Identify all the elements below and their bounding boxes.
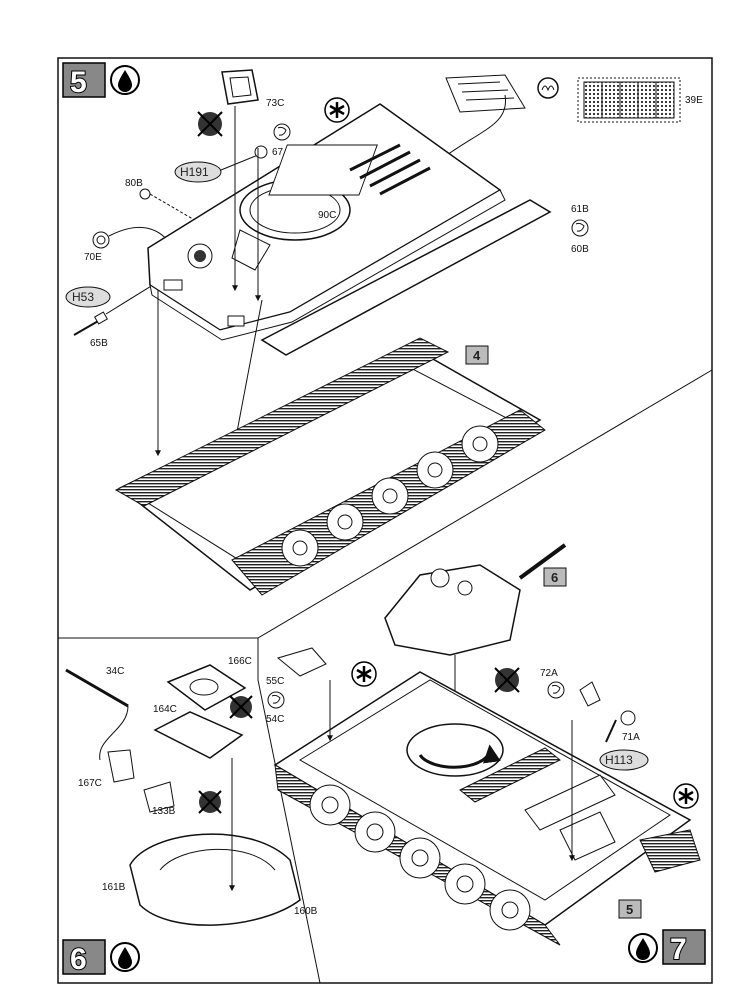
- step5-header: 5: [62, 62, 140, 100]
- step6-header: 6: [62, 939, 140, 977]
- label-61b: 61B: [571, 204, 589, 215]
- step5-number: 5: [70, 66, 87, 99]
- mantlet-161b: 161B 160B: [102, 833, 318, 926]
- lower-hull: [114, 337, 546, 596]
- part-164c: 164C: [153, 704, 244, 759]
- label-70e: 70E: [84, 252, 102, 263]
- label-80b: 80B: [125, 178, 143, 189]
- label-67a: 67A: [272, 147, 290, 158]
- prohibited-glue-icon: [494, 667, 520, 693]
- decal-39e: 39E: [439, 74, 703, 161]
- label-72a: 72A: [540, 668, 558, 679]
- part-73c: 73C: [221, 69, 284, 109]
- step6-box: [58, 637, 321, 984]
- color-callout-h53: H53: [65, 286, 111, 308]
- label-73c: 73C: [266, 98, 284, 109]
- ref-step-5: 5: [618, 899, 642, 919]
- glue-drop-icon: [110, 65, 140, 95]
- prohibited-glue-icon: [198, 790, 222, 814]
- optional-star-icon: [324, 97, 350, 123]
- h113-label: H113: [605, 753, 633, 767]
- step7-number: 7: [670, 933, 687, 966]
- part-71a: 71A: [605, 710, 640, 743]
- upper-hull: 90C: [147, 103, 506, 341]
- optional-star-icon: [673, 783, 699, 809]
- step6-number: 6: [70, 943, 87, 976]
- ref-4-label: 4: [473, 348, 481, 363]
- step7-header: 7: [628, 929, 706, 967]
- page-frame: [57, 57, 713, 984]
- glue-drop-icon: [628, 933, 658, 963]
- part-167c: 167C: [78, 749, 135, 789]
- label-54c: 54C: [266, 714, 284, 725]
- right-fender: [260, 199, 552, 356]
- part-34c: 34C: [65, 666, 129, 761]
- h191-label: H191: [180, 165, 209, 179]
- optional-star-icon: [351, 661, 377, 687]
- water-decal-icon: [537, 77, 559, 99]
- section-divider-diagonal: [257, 369, 713, 639]
- label-90c: 90C: [318, 210, 336, 221]
- label-55c: 55C: [266, 676, 284, 687]
- color-callout-h191: H191: [174, 145, 268, 183]
- part-60b: [571, 219, 589, 237]
- label-34c: 34C: [106, 666, 124, 677]
- label-167c: 167C: [78, 778, 102, 789]
- part-67a: 67A: [272, 123, 291, 158]
- label-160b: 160B: [294, 906, 318, 917]
- label-65b: 65B: [90, 338, 108, 349]
- label-71a: 71A: [622, 732, 640, 743]
- ref-step-4: 4: [465, 345, 489, 365]
- part-55c-54c: 55C 54C: [266, 647, 327, 725]
- part-80b: [139, 188, 199, 223]
- glue-drop-icon: [110, 942, 140, 972]
- ref-5-label: 5: [626, 902, 633, 917]
- label-164c: 164C: [153, 704, 177, 715]
- label-133b: 133B: [152, 806, 176, 817]
- label-39e: 39E: [685, 95, 703, 106]
- assembled-hull: [273, 671, 701, 946]
- part-166c: 166C: [166, 656, 252, 711]
- turret-assembly: [384, 543, 567, 752]
- ref-6-label: 6: [551, 570, 558, 585]
- part-72a: 72A: [540, 668, 601, 707]
- prohibited-glue-icon: [197, 111, 223, 137]
- label-166c: 166C: [228, 656, 252, 667]
- part-133b: 133B: [143, 781, 176, 817]
- prohibited-glue-icon: [229, 695, 253, 719]
- h53-label: H53: [72, 290, 94, 304]
- part-70e: 70E: [84, 226, 173, 263]
- ref-step-6: 6: [543, 567, 567, 587]
- label-60b: 60B: [571, 244, 589, 255]
- label-161b: 161B: [102, 882, 126, 893]
- color-callout-h113: H113: [599, 749, 649, 771]
